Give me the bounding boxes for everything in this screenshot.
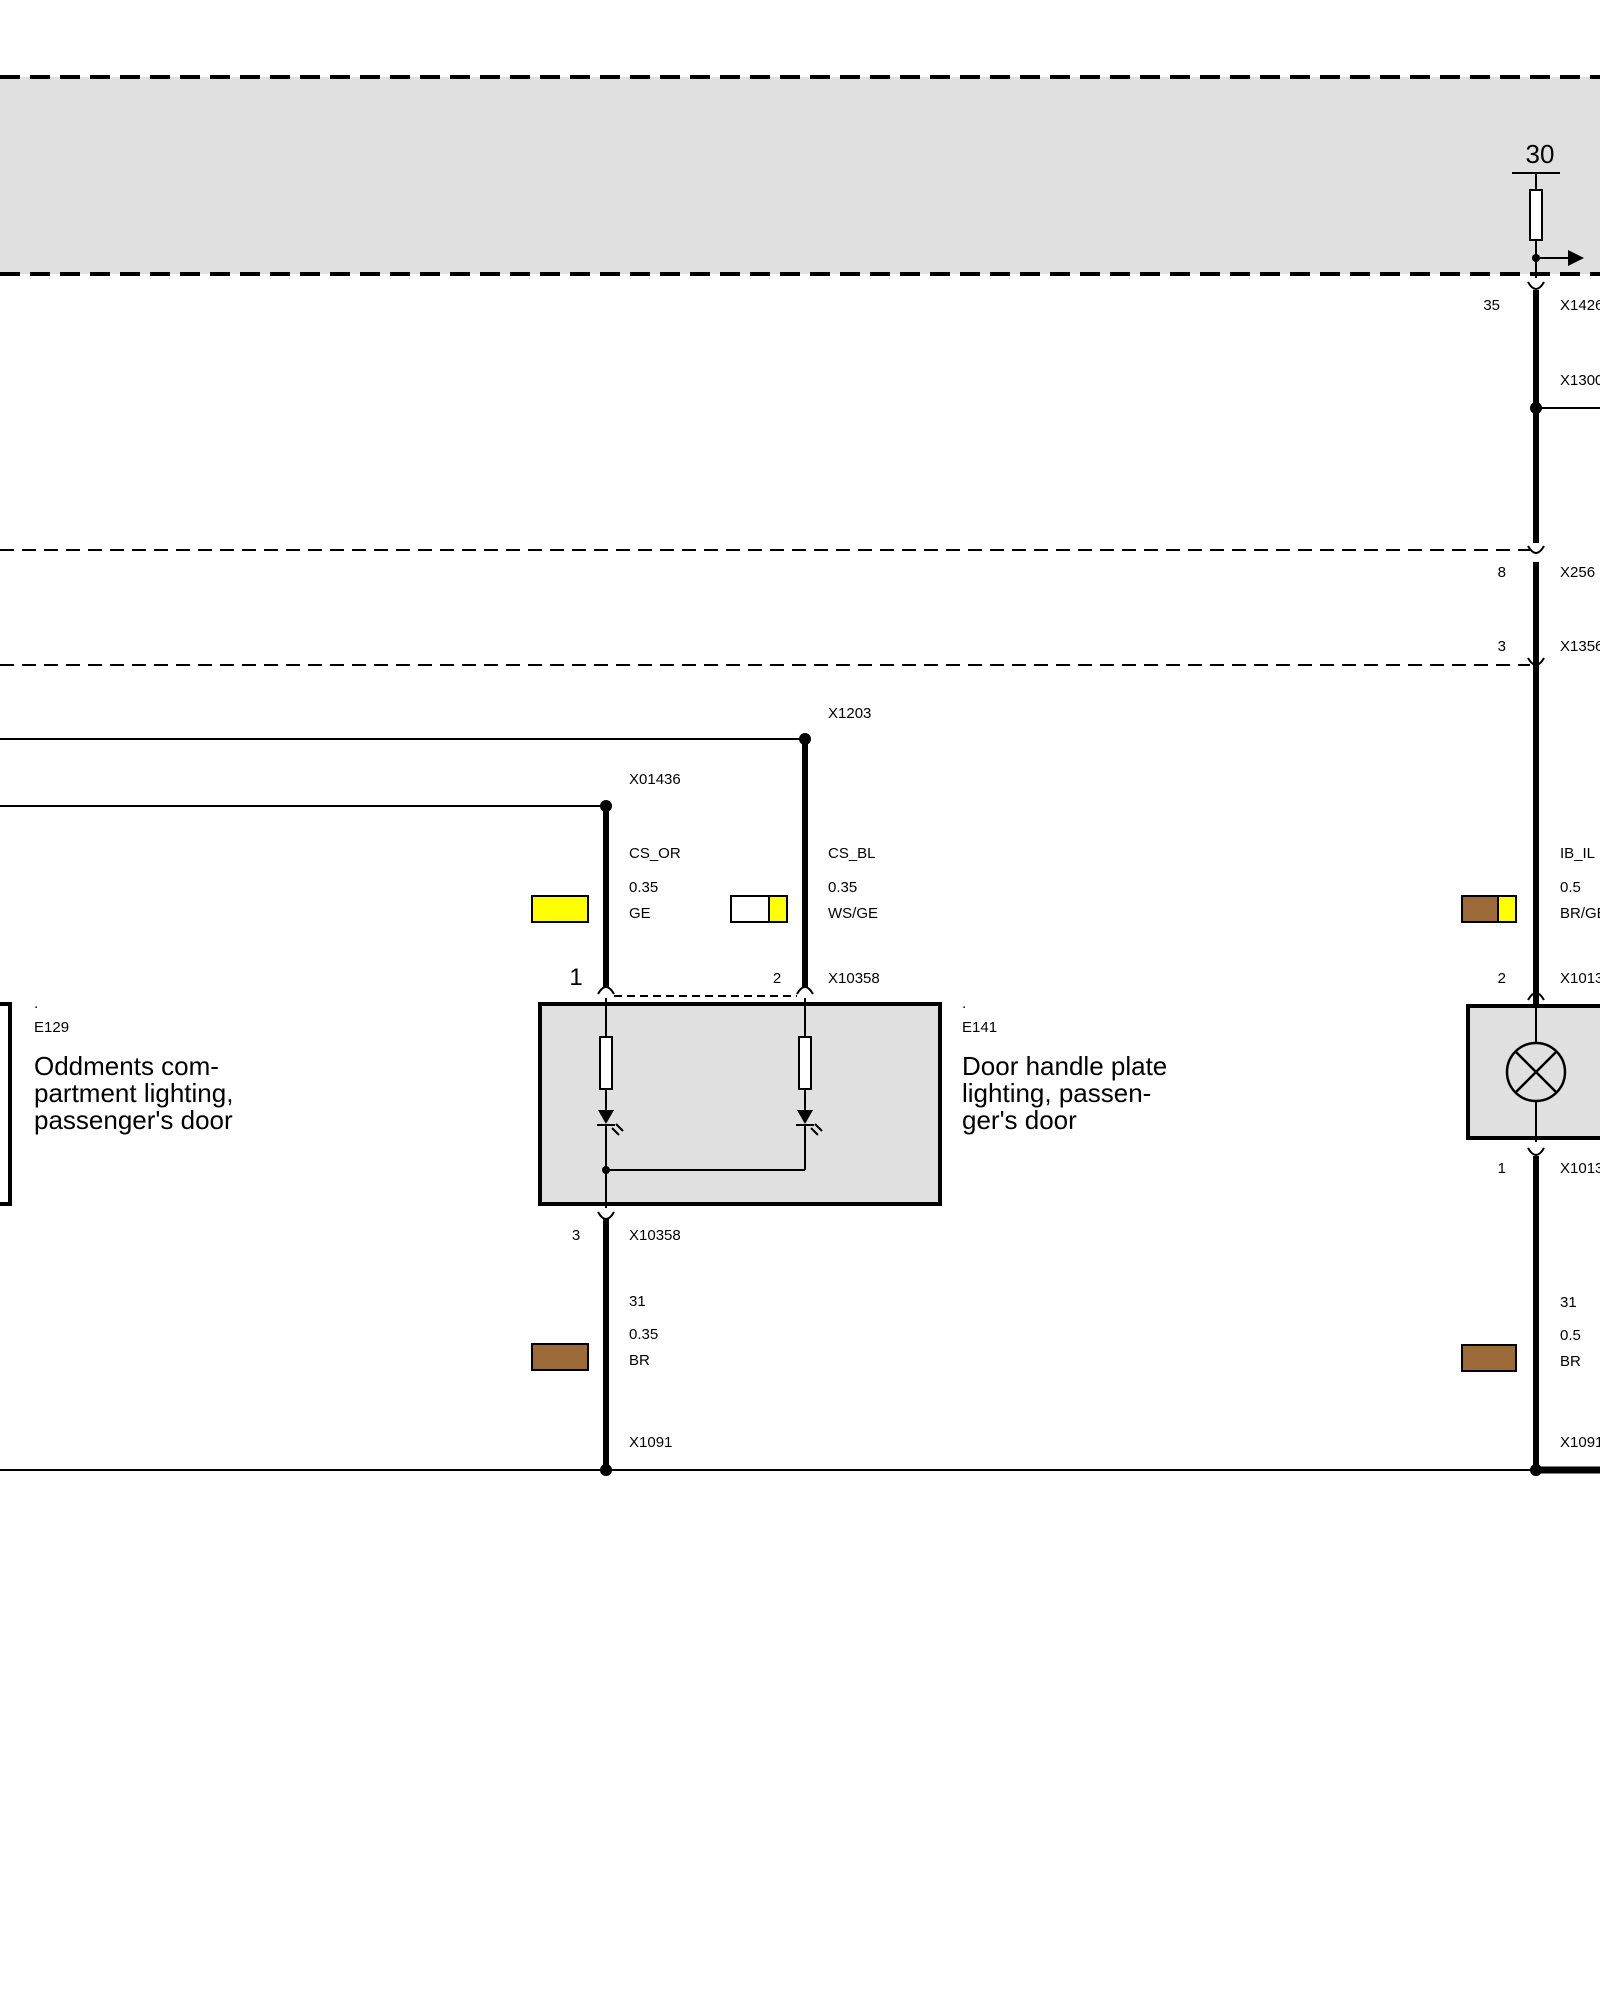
wire-signal-name: IB_IL <box>1560 845 1595 862</box>
wire-color-swatch-yellow <box>1497 895 1517 923</box>
wire-color-swatch-yellow <box>531 895 589 923</box>
wire-signal-name: 31 <box>1560 1294 1577 1311</box>
wire-signal-name: 31 <box>629 1293 646 1310</box>
connector-id: X10358 <box>828 970 880 987</box>
wire-size: 0.35 <box>629 1326 658 1343</box>
resistor-icon <box>599 1036 613 1090</box>
component-description: passenger's door <box>34 1105 233 1135</box>
component-dot: . <box>962 995 966 1012</box>
component-e129-box <box>0 1002 12 1206</box>
wire-color-swatch-brown <box>1461 895 1499 923</box>
component-dot: . <box>34 995 38 1012</box>
fuse-symbol <box>1529 189 1543 241</box>
connector-id: X256 <box>1560 564 1595 581</box>
component-description: partment lighting, <box>34 1078 233 1108</box>
connector-id: X1426 <box>1560 297 1600 314</box>
component-id: E141 <box>962 1019 997 1036</box>
wire-color-code: WS/GE <box>828 905 878 922</box>
splice-x1091-right <box>1530 1464 1542 1476</box>
connector-cup-icon <box>1527 657 1545 666</box>
wire-color-swatch-white <box>730 895 770 923</box>
wire-size: 0.35 <box>629 879 658 896</box>
wire-color-swatch-brown <box>1461 1344 1517 1372</box>
connector-pin: 8 <box>1498 564 1506 581</box>
connector-cup-icon <box>796 986 814 995</box>
connector-pin: 3 <box>1498 638 1506 655</box>
component-description: ger's door <box>962 1105 1077 1135</box>
connector-id: X1013 <box>1560 1160 1600 1177</box>
connector-id: X1356 <box>1560 638 1600 655</box>
component-description: Oddments com- <box>34 1051 219 1081</box>
resistor-icon <box>798 1036 812 1090</box>
led-icon <box>797 1110 813 1124</box>
led-light-arrows-icon <box>810 1123 823 1136</box>
connector-pin: 2 <box>1498 970 1506 987</box>
led-light-arrows-icon <box>611 1123 624 1136</box>
splice-label: X01436 <box>629 771 681 788</box>
connector-cup-icon <box>597 986 615 995</box>
connector-cup-icon <box>1527 992 1545 1001</box>
wire-color-code: BR/GE <box>1560 905 1600 922</box>
connector-pin: 1 <box>1498 1160 1506 1177</box>
connector-cup-icon <box>1527 545 1545 554</box>
connector-cup-icon <box>1527 1147 1545 1156</box>
lamp-component-box <box>1466 1004 1600 1140</box>
connector-cup-icon <box>597 1211 615 1220</box>
connector-id: X1300 <box>1560 372 1600 389</box>
connector-id: X1091 <box>1560 1434 1600 1451</box>
wire-size: 0.35 <box>828 879 857 896</box>
splice-label: X1091 <box>629 1434 672 1451</box>
wire-color-code: BR <box>629 1352 650 1369</box>
output-arrow-icon <box>1568 250 1584 266</box>
connector-pin: 35 <box>1483 297 1500 314</box>
control-module-area <box>0 77 1600 274</box>
led-icon <box>598 1110 614 1124</box>
wire-signal-name: CS_BL <box>828 845 876 862</box>
wire-size: 0.5 <box>1560 1327 1581 1344</box>
wire-color-code: BR <box>1560 1353 1581 1370</box>
splice-x1091 <box>600 1464 612 1476</box>
splice-label: X1203 <box>828 705 871 722</box>
lamp-icon-cross <box>1515 1051 1557 1093</box>
pin-number: 2 <box>773 970 781 987</box>
wire-signal-name: CS_OR <box>629 845 681 862</box>
wire-color-swatch-yellow <box>768 895 788 923</box>
pin-number: 1 <box>569 964 582 991</box>
terminal-30-label: 30 <box>1526 139 1555 169</box>
pin-number: 3 <box>572 1227 580 1244</box>
connector-id: X10358 <box>629 1227 681 1244</box>
component-description: lighting, passen- <box>962 1078 1151 1108</box>
wire-color-swatch-brown <box>531 1343 589 1371</box>
wire-size: 0.5 <box>1560 879 1581 896</box>
wire-color-code: GE <box>629 905 651 922</box>
component-id: E129 <box>34 1019 69 1036</box>
connector-cup-icon <box>1527 281 1545 290</box>
connector-id: X1013 <box>1560 970 1600 987</box>
component-description: Door handle plate <box>962 1051 1167 1081</box>
component-e141-box <box>538 1002 942 1206</box>
